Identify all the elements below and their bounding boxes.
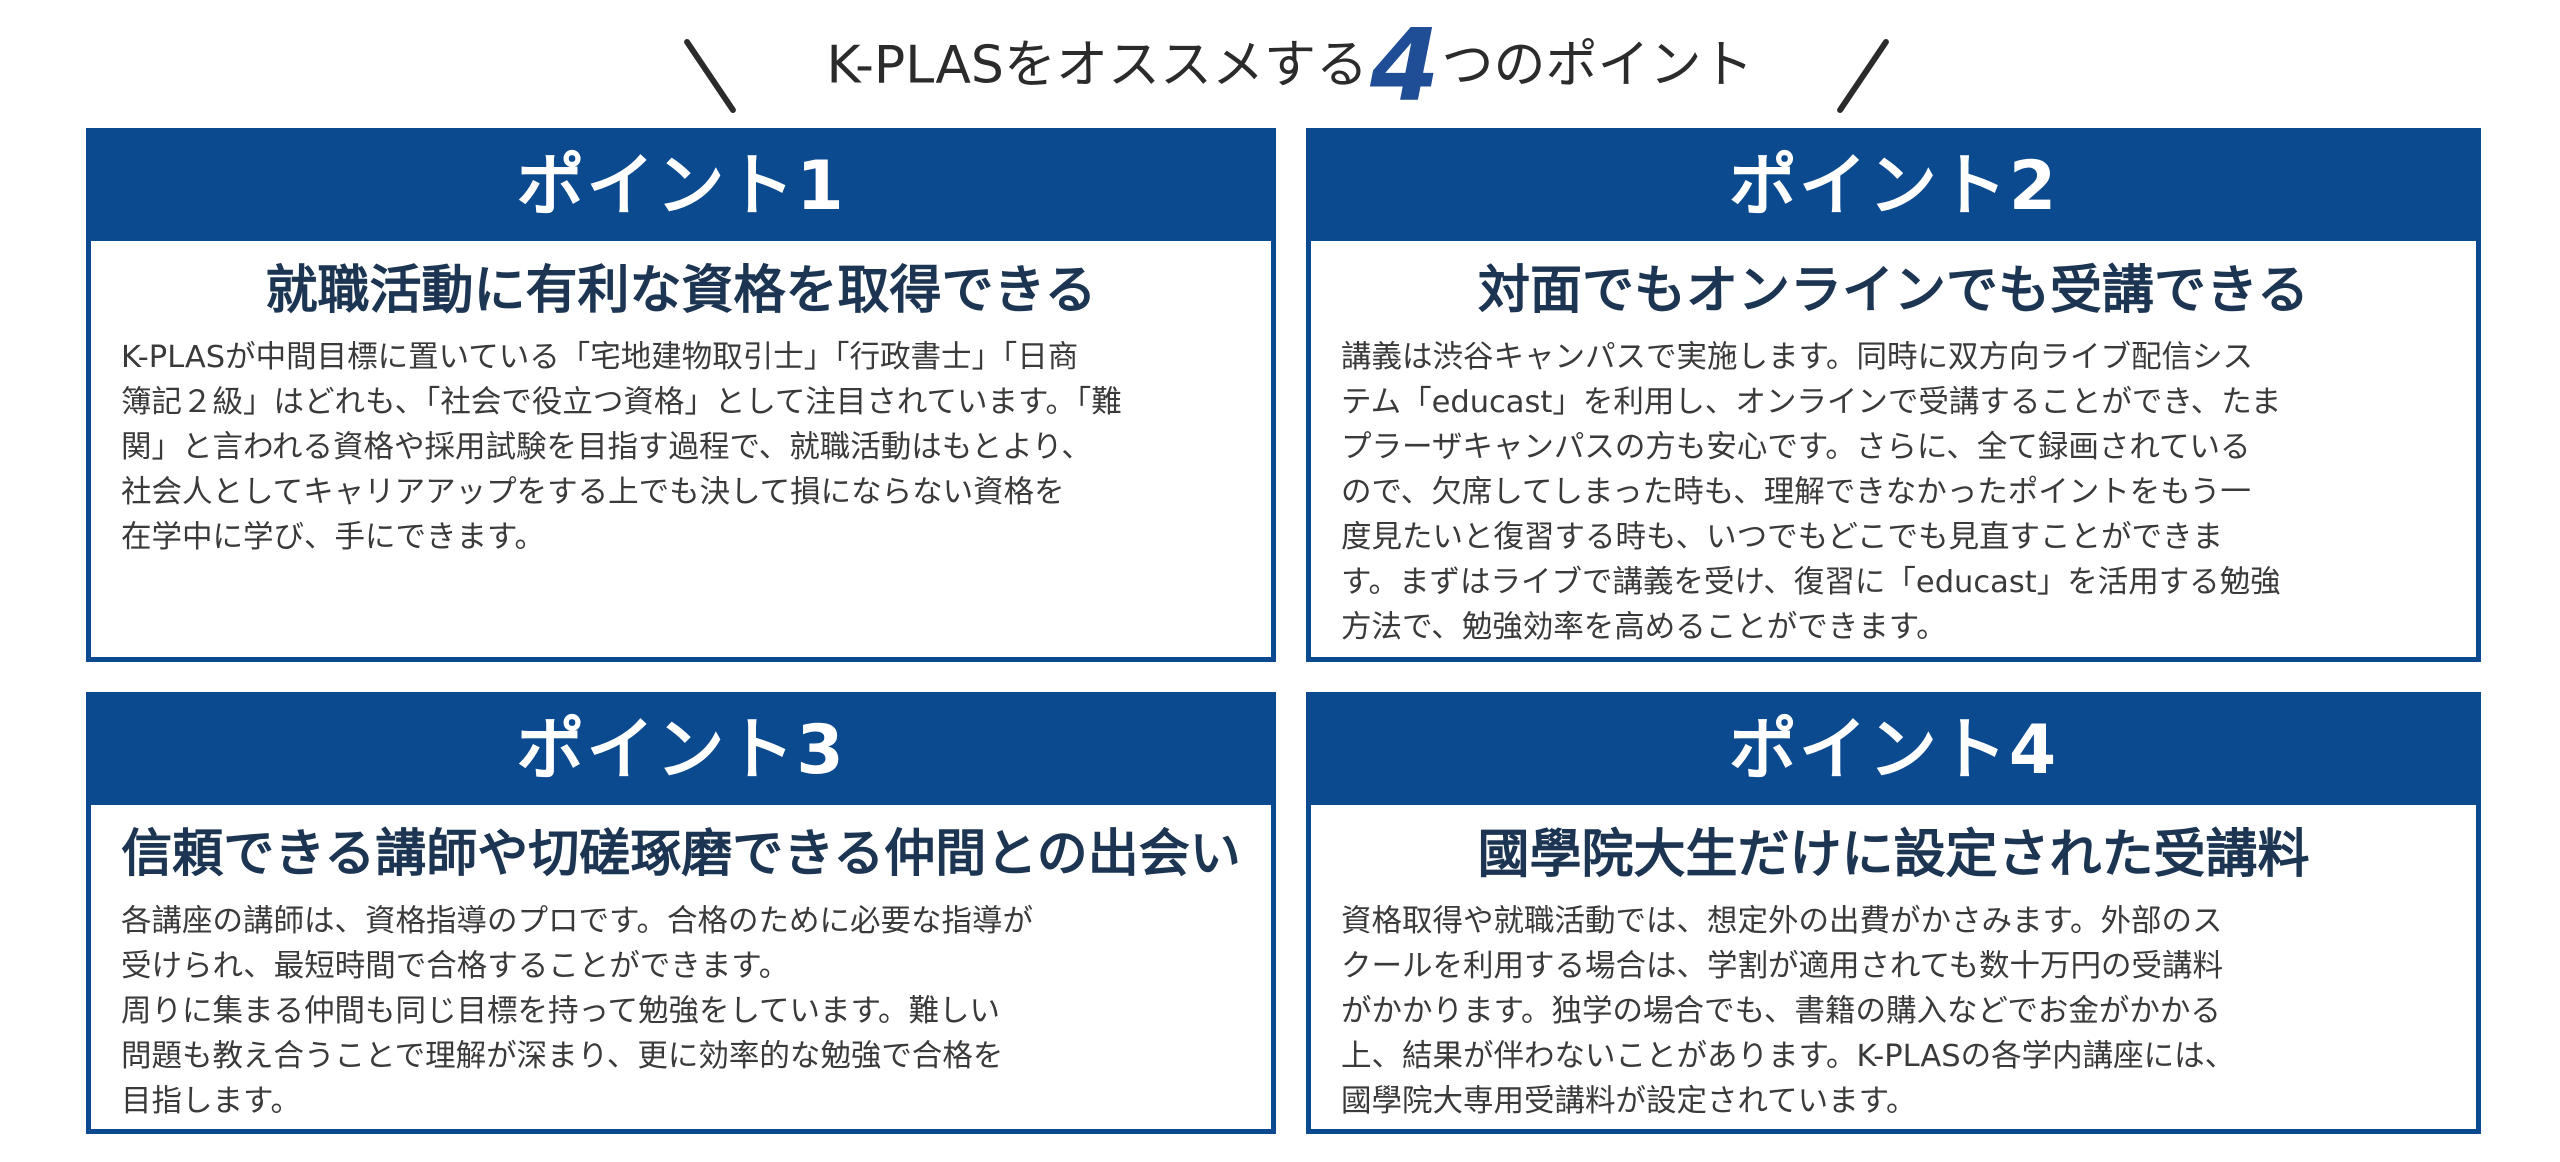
point-body: 講義は渋谷キャンパスで実施します。同時に双方向ライブ配信シス テム「educas…: [1341, 340, 2282, 645]
headline-number: 4: [1369, 6, 1440, 124]
point-body: 資格取得や就職活動では、想定外の出費がかさみます。外部のス クールを利用する場合…: [1341, 904, 2236, 1119]
point-label: ポイント2: [1311, 133, 2476, 241]
headline-slash-right: [1835, 37, 1891, 115]
point-label: ポイント4: [1311, 697, 2476, 805]
point-title: 國學院大生だけに設定された受講料: [1477, 825, 2310, 885]
point-card-3: ポイント3 信頼できる講師や切磋琢磨できる仲間との出会い 各講座の講師は、資格指…: [86, 692, 1276, 1134]
point-label: ポイント3: [91, 697, 1271, 805]
headline-text-post: つのポイント: [1441, 35, 1754, 96]
headline-title: K-PLASをオススメする4つのポイント: [750, 10, 1830, 120]
headline-text-pre: K-PLASをオススメする: [826, 35, 1368, 96]
point-body: K-PLASが中間目標に置いている「宅地建物取引士」「行政書士」「日商 簿記２級…: [121, 340, 1122, 555]
point-title: 信頼できる講師や切磋琢磨できる仲間との出会い: [121, 825, 1241, 884]
point-title: 就職活動に有利な資格を取得できる: [265, 261, 1097, 321]
headline-slash-left: [682, 37, 738, 115]
point-card-1: ポイント1 就職活動に有利な資格を取得できる K-PLASが中間目標に置いている…: [86, 128, 1276, 662]
point-body: 各講座の講師は、資格指導のプロです。合格のために必要な指導が 受けられ、最短時間…: [121, 904, 1033, 1119]
point-title: 対面でもオンラインでも受講できる: [1478, 261, 2309, 321]
point-label: ポイント1: [91, 133, 1271, 241]
point-card-2: ポイント2 対面でもオンラインでも受講できる 講義は渋谷キャンパスで実施します。…: [1306, 128, 2481, 662]
page-headline: K-PLASをオススメする4つのポイント: [0, 10, 2560, 120]
point-card-4: ポイント4 國學院大生だけに設定された受講料 資格取得や就職活動では、想定外の出…: [1306, 692, 2481, 1134]
